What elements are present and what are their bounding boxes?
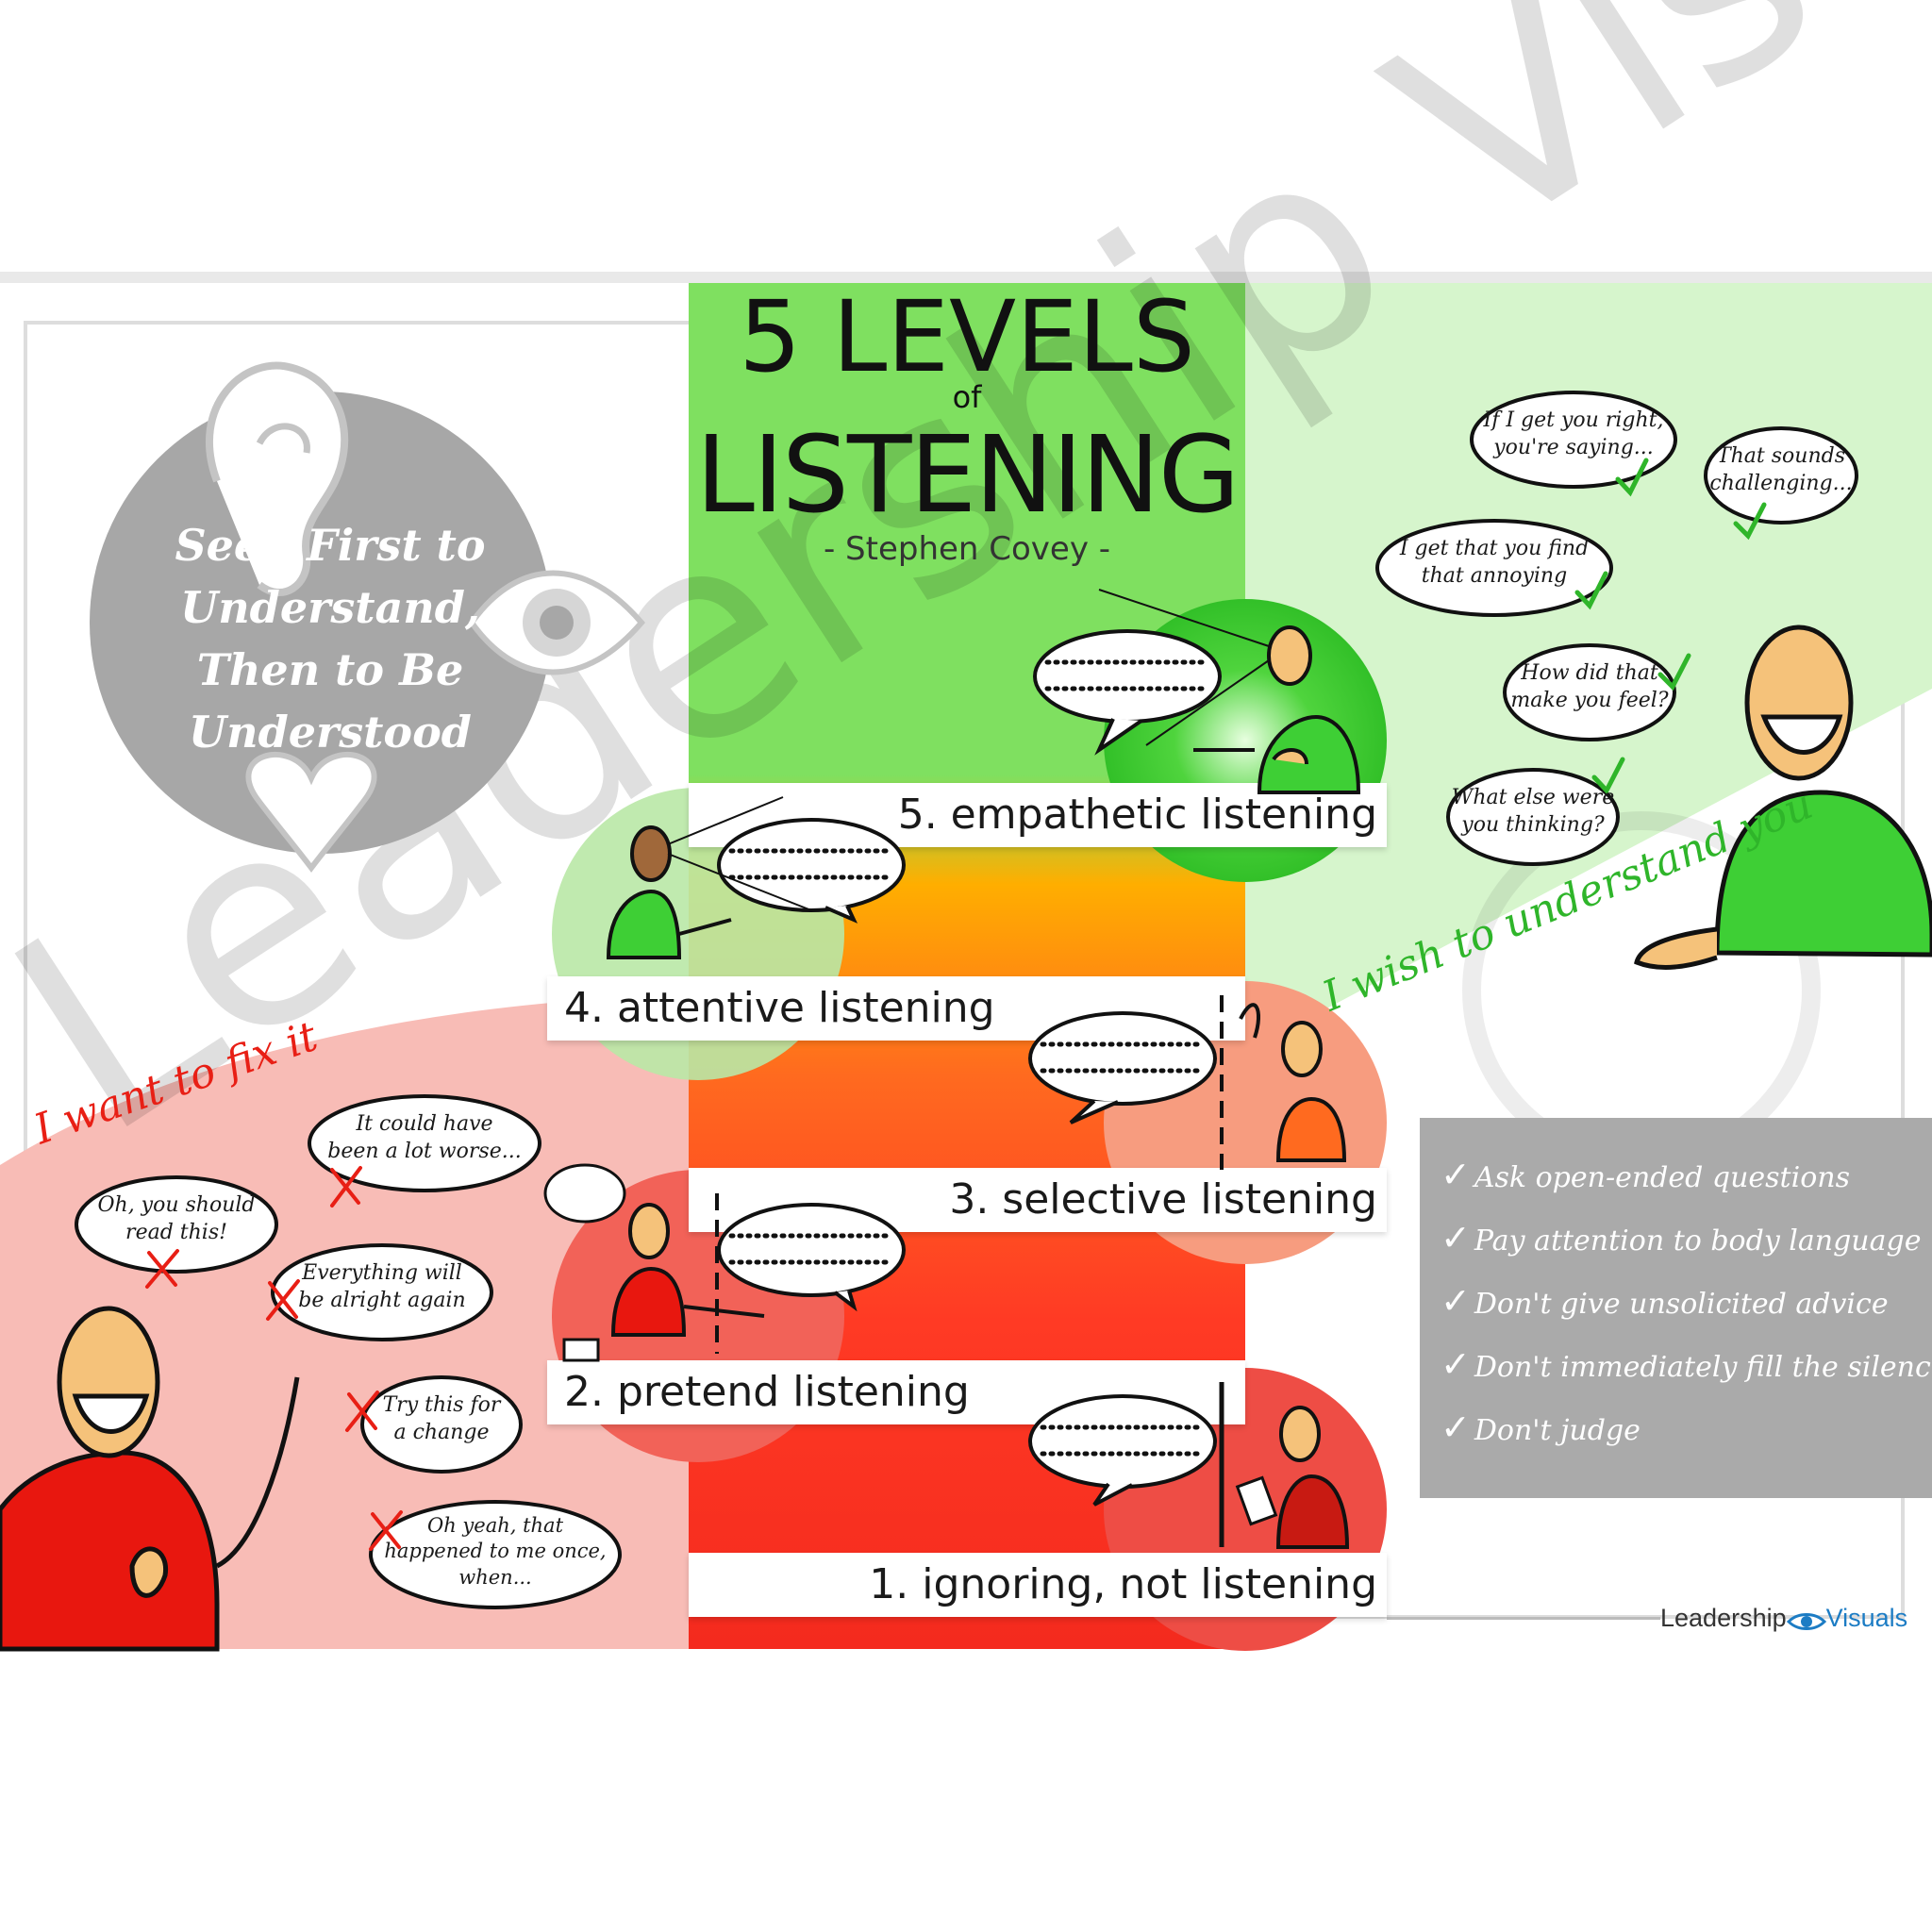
- empathetic-listener-icon: [1098, 589, 1361, 794]
- cross-mark-icon: [145, 1249, 179, 1289]
- quote-graphic: [90, 361, 645, 873]
- speech-bubble-icon: [1028, 1394, 1217, 1507]
- title-author: - Stephen Covey -: [823, 530, 1111, 568]
- ignoring-listener-icon: [1219, 1382, 1350, 1549]
- tick-icon: ✓: [1441, 1217, 1471, 1258]
- speech-bubble-icon: [75, 1175, 278, 1274]
- tick-icon: ✓: [1441, 1154, 1471, 1195]
- covey-quote: Seek First to Understand, Then to Be Und…: [142, 514, 519, 763]
- checkmark-icon: [1574, 571, 1608, 610]
- tip-item: ✓Pay attention to body language: [1441, 1217, 1922, 1258]
- heart-icon: [245, 752, 377, 873]
- speech-bubble-icon: [717, 818, 906, 924]
- speech-bubble-icon: [1028, 1011, 1217, 1124]
- checkmark-icon: [1615, 458, 1649, 497]
- brand-name-part1: Leadership: [1660, 1604, 1787, 1632]
- cross-mark-icon: [345, 1391, 379, 1432]
- speech-bubble-icon: [1446, 768, 1620, 866]
- eye-logo-icon: [1786, 1609, 1826, 1630]
- speech-bubble-icon: [360, 1375, 523, 1474]
- title-line2: LISTENING: [695, 414, 1240, 537]
- level-1-label: 1. ignoring, not listening: [689, 1553, 1387, 1617]
- quote-line: Understand,: [180, 582, 480, 633]
- quote-line: Understood: [189, 707, 472, 758]
- speech-bubble-icon: [369, 1500, 622, 1609]
- bottom-rule: [1387, 1617, 1660, 1620]
- tips-panel: ✓Ask open-ended questions ✓Pay attention…: [1420, 1118, 1932, 1498]
- selective-listener-icon: [1220, 995, 1347, 1170]
- speech-bubble-icon: [1375, 519, 1613, 617]
- brand-name-part2: Visuals: [1825, 1604, 1908, 1632]
- good-response-1: If I get you right,you're saying...: [1483, 408, 1664, 459]
- speech-bubble-icon: [1033, 629, 1222, 756]
- tip-item: ✓Don't give unsolicited advice: [1441, 1280, 1889, 1322]
- quote-line: Then to Be: [196, 644, 464, 695]
- checkmark-icon: [1657, 653, 1691, 691]
- quote-disc: [90, 391, 552, 854]
- brand-logo: Leadership Visuals: [1660, 1604, 1907, 1633]
- thought-cloud-icon: [543, 1163, 626, 1224]
- speech-bubble-icon: [1503, 643, 1676, 741]
- tick-icon: ✓: [1441, 1280, 1471, 1322]
- top-shadow: [0, 272, 1932, 283]
- title-of: of: [952, 379, 982, 415]
- cross-mark-icon: [266, 1279, 300, 1321]
- understanding-person-icon: [1634, 625, 1932, 970]
- cross-mark-icon: [369, 1510, 403, 1551]
- tick-icon: ✓: [1441, 1343, 1471, 1385]
- checkmark-icon: [1591, 757, 1625, 795]
- tip-item: ✓Don't immediately fill the silence: [1441, 1343, 1932, 1385]
- checkmark-icon: [1733, 502, 1767, 541]
- tip-item: ✓Don't judge: [1441, 1407, 1641, 1448]
- speech-bubble-icon: [308, 1094, 541, 1192]
- pretend-listener-icon: [562, 1193, 765, 1362]
- title-line1: 5 LEVELS: [739, 279, 1195, 394]
- eye-icon: [468, 570, 645, 675]
- level-4-label: 4. attentive listening: [547, 976, 1245, 1041]
- speech-bubble-icon: [271, 1243, 493, 1341]
- speech-bubble-icon: [1470, 391, 1677, 489]
- attentive-listener-icon: [606, 796, 812, 959]
- fixing-person-icon: [0, 1306, 300, 1652]
- speech-bubble-icon: [1704, 426, 1858, 525]
- quote-line: Seek First to: [175, 520, 486, 571]
- ear-icon: [206, 361, 349, 596]
- tick-icon: ✓: [1441, 1407, 1471, 1448]
- tip-item: ✓Ask open-ended questions: [1441, 1154, 1850, 1195]
- cross-mark-icon: [330, 1166, 362, 1208]
